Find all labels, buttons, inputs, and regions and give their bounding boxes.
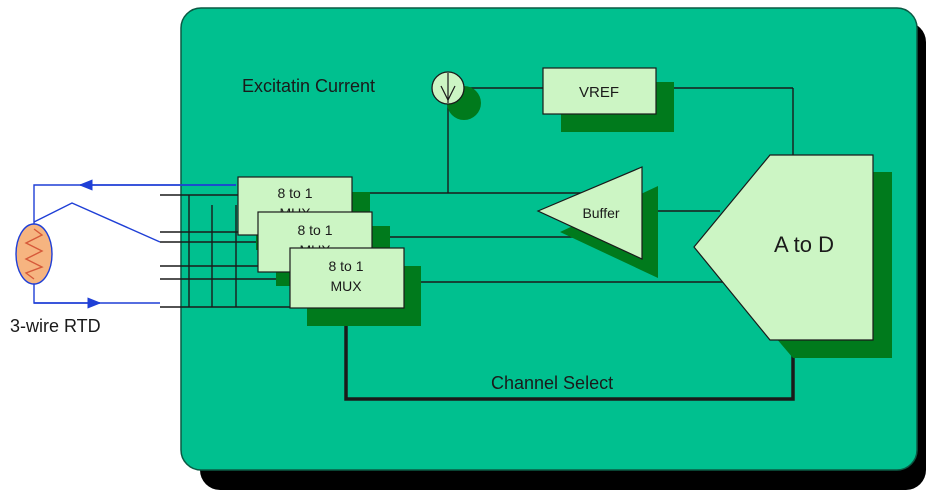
current-source-icon: [431, 71, 465, 105]
rtd-label: 3-wire RTD: [10, 316, 101, 336]
buffer-block: [536, 166, 643, 260]
vref-block: [542, 67, 657, 115]
rtd-wires: [33, 179, 236, 309]
excitation-current-label: Excitatin Current: [242, 76, 375, 96]
channel-select-bus: [344, 310, 795, 401]
mux-3-block: [289, 247, 405, 309]
channel-select-label: Channel Select: [491, 373, 613, 393]
board: [180, 7, 918, 471]
mux-3-line2: MUX: [330, 278, 362, 294]
mux-2-line1: 8 to 1: [297, 222, 332, 238]
buffer-label: Buffer: [582, 205, 619, 221]
mux-1-line1: 8 to 1: [277, 185, 312, 201]
adc-label: A to D: [774, 232, 834, 257]
vref-label: VREF: [579, 84, 619, 101]
rtd-resistor-icon: [15, 223, 53, 285]
mux-3-line1: 8 to 1: [328, 258, 363, 274]
adc-block: [693, 154, 874, 341]
